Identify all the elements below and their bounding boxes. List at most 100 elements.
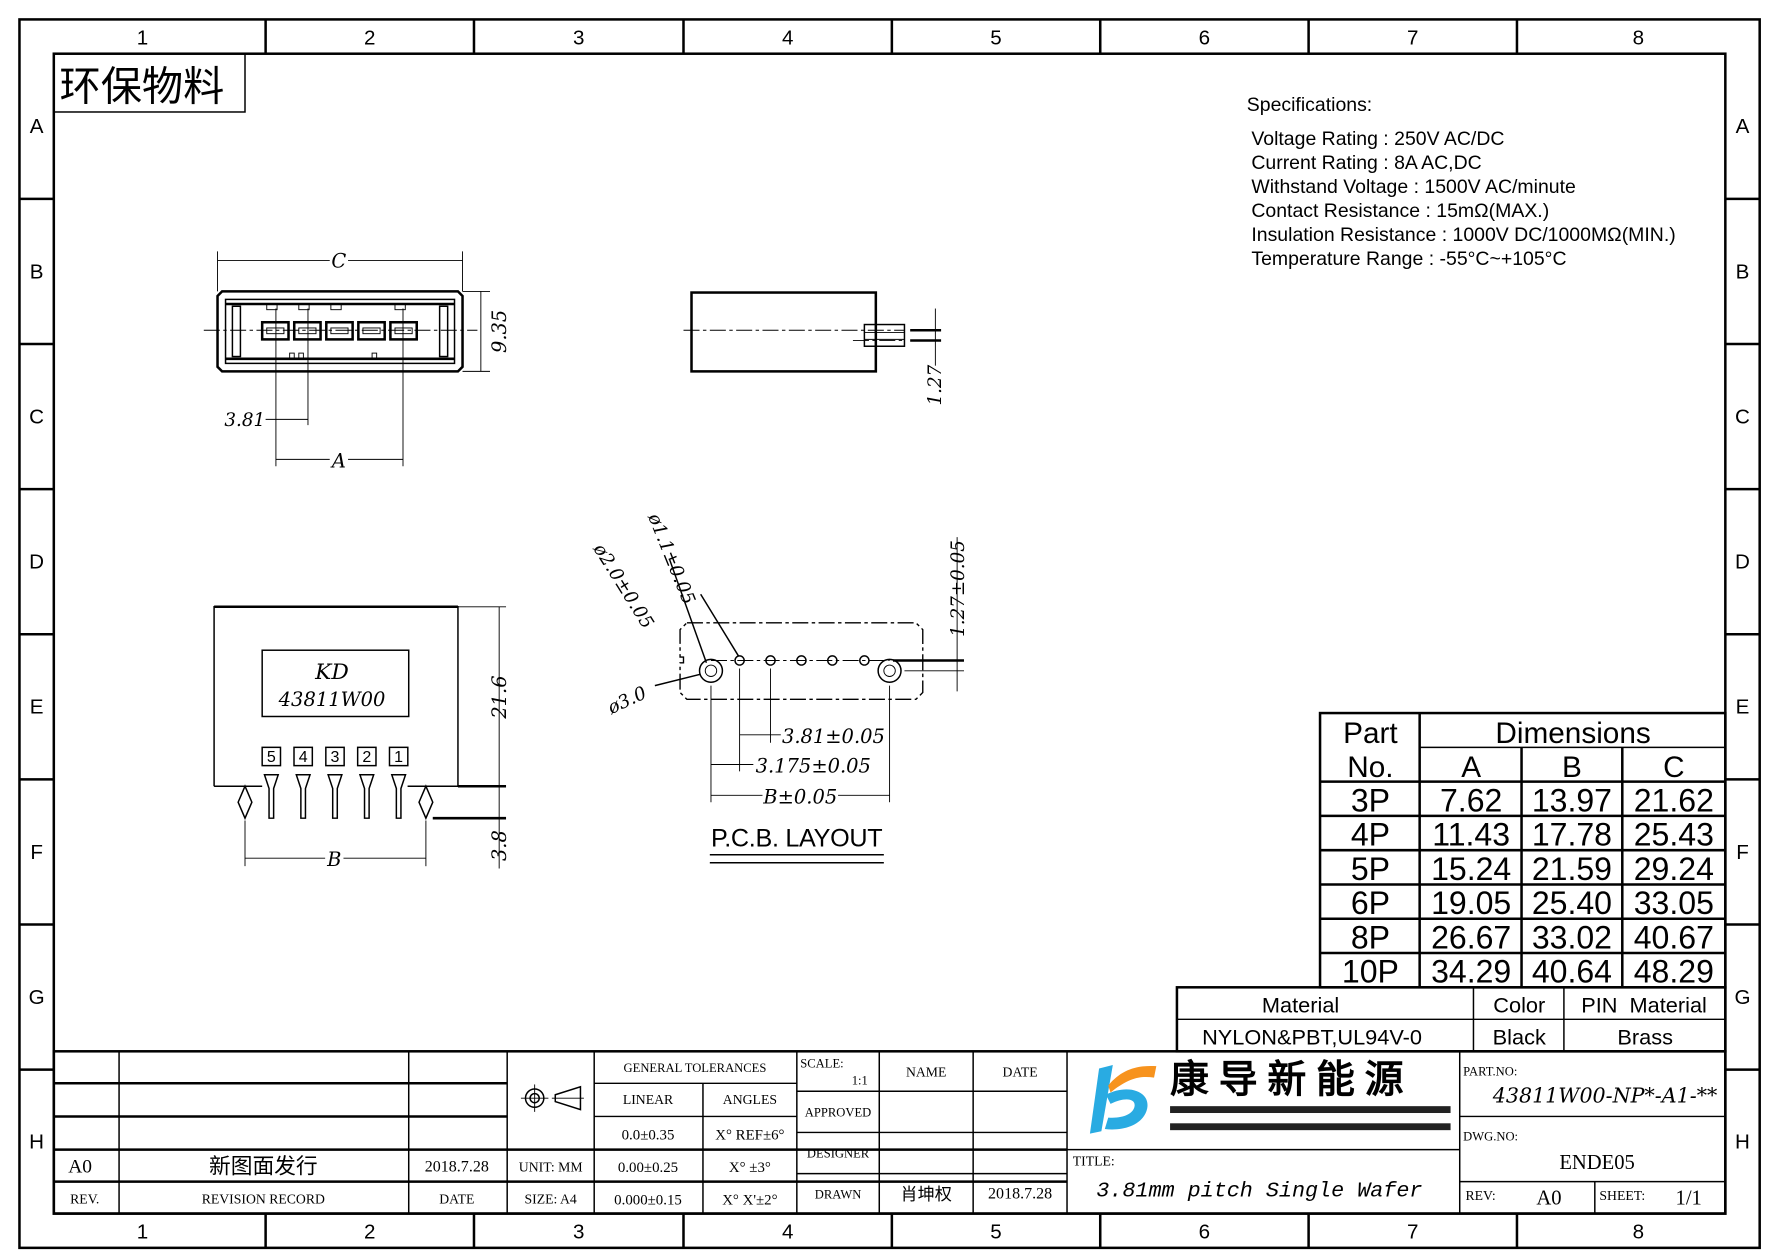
rev-label: REV: [1465, 1188, 1495, 1203]
rev-header: REV. [70, 1191, 99, 1206]
pcb-hole [796, 655, 807, 666]
drawn-date: 2018.7.28 [988, 1186, 1052, 1203]
title-label: TITLE: [1073, 1154, 1115, 1169]
part-cell: 3P [1351, 782, 1390, 818]
terminal-slot [292, 320, 322, 341]
pitch-label: 3.81±0.05 [782, 725, 885, 748]
company-contact-info [1170, 1106, 1451, 1131]
dim-offset-label: 1.27 [925, 364, 946, 405]
dim-b-cell: 40.64 [1532, 954, 1612, 990]
hole-small-label: ø1.1±0.05 [643, 510, 699, 608]
size-label: SIZE: A4 [525, 1191, 577, 1206]
column-label-bottom: 5 [990, 1221, 1001, 1244]
dim-height-label: 9.35 [488, 310, 511, 353]
linear-header: LINEAR [623, 1092, 674, 1107]
part-no-label: PART.NO: [1463, 1064, 1517, 1078]
rib [289, 352, 295, 360]
dim-b-cell: 21.59 [1532, 851, 1612, 887]
pin-number-box [325, 746, 345, 767]
column-label-bottom: 6 [1199, 1221, 1210, 1244]
part-cell: 10P [1342, 954, 1399, 990]
pcb-layout: ø2.0±0.05 ø1.1±0.05 ø3.0 1.27±0.05 3.81±… [588, 510, 969, 864]
part-cell: 4P [1351, 817, 1390, 853]
row-label-right: C [1735, 405, 1750, 428]
revision-record-value: 新图面发行 [209, 1155, 318, 1179]
dim-a-cell: 15.24 [1431, 851, 1511, 887]
dim-b-cell: 17.78 [1532, 817, 1612, 853]
date-header: DATE [439, 1191, 474, 1206]
pin [327, 774, 343, 819]
dim-c-cell: 33.05 [1634, 885, 1714, 921]
row-label-right: B [1736, 260, 1750, 283]
top-view: C 9.35 3.81 A [203, 249, 511, 472]
latch [330, 303, 342, 311]
spec-line: Current Rating : 8A AC,DC [1251, 152, 1481, 174]
pin-number: 5 [267, 749, 276, 766]
material-table: Material Color PIN Material NYLON&PBT,UL… [1175, 986, 1727, 1053]
latch [394, 303, 406, 311]
linear-tolerance: 0.00±0.25 [618, 1160, 678, 1176]
unit-label: UNIT: MM [519, 1159, 583, 1174]
row-label-left: D [29, 551, 44, 574]
row-label-left: F [30, 841, 43, 864]
header-dimensions: Dimensions [1495, 717, 1650, 750]
spec-heading: Specifications: [1247, 94, 1372, 116]
scale-value: 1:1 [852, 1073, 868, 1087]
dim-a-cell: 34.29 [1431, 954, 1511, 990]
latch [266, 303, 278, 311]
eco-stamp-text: 环保物料 [60, 64, 225, 110]
row-label-right: F [1736, 841, 1749, 864]
rib [298, 352, 304, 360]
label-brand: KD [314, 660, 349, 685]
row-label-left: A [30, 115, 44, 138]
revision-record-header: REVISION RECORD [202, 1191, 325, 1206]
general-tolerances-title: GENERAL TOLERANCES [624, 1061, 767, 1075]
header-no: No. [1347, 751, 1393, 784]
dim-b-cell: 33.02 [1532, 919, 1612, 955]
dim-a-label: A [330, 449, 346, 472]
spec-line: Contact Resistance : 15mΩ(MAX.) [1251, 200, 1549, 222]
part-no-value: 43811W00-NP*-A1-** [1492, 1084, 1718, 1108]
terminal-slot-inner [394, 327, 413, 335]
header-part: Part [1343, 717, 1398, 750]
scale-label: SCALE: [800, 1056, 843, 1070]
linear-tolerance: 0.000±0.15 [614, 1192, 682, 1208]
column-label-bottom: 1 [137, 1221, 148, 1244]
material-header: Material [1262, 992, 1339, 1017]
pcb-hole [827, 655, 838, 666]
sheet-value: 1/1 [1676, 1187, 1702, 1209]
column-label-bottom: 2 [364, 1221, 375, 1244]
terminal-slot-inner [362, 327, 381, 335]
dim-c-cell: 48.29 [1634, 954, 1714, 990]
row-label-left: B [30, 260, 44, 283]
specifications: Specifications: Voltage Rating : 250V AC… [1247, 94, 1676, 270]
column-label-top: 8 [1633, 27, 1644, 50]
part-cell: 6P [1351, 885, 1390, 921]
title-block: A0 新图面发行 2018.7.28 REV. REVISION RECORD … [52, 1050, 1727, 1215]
approved-label: APPROVED [805, 1105, 871, 1119]
offset-label: 1.27±0.05 [948, 540, 969, 637]
dim-a-cell: 11.43 [1432, 817, 1510, 853]
pcb-hole [734, 655, 745, 666]
angle-tolerance: X° X'±2° [722, 1192, 777, 1208]
column-label-bottom: 8 [1633, 1221, 1644, 1244]
drawing-title: 3.81mm pitch Single Wafer [1096, 1178, 1422, 1203]
angle-tolerance: X° REF±6° [715, 1127, 784, 1143]
dim-pitch-label: 3.81 [224, 410, 265, 431]
hole-large-label: ø2.0±0.05 [588, 539, 657, 632]
dim-b-label: B [326, 848, 341, 871]
terminal-slot-inner [330, 327, 349, 335]
terminal-slot-inner [266, 327, 285, 335]
spec-line: Insulation Resistance : 1000V DC/1000MΩ(… [1251, 224, 1675, 246]
spec-line: Voltage Rating : 250V AC/DC [1251, 128, 1504, 150]
pin [390, 774, 407, 819]
dim-c-cell: 40.67 [1634, 919, 1714, 955]
row-label-left: H [29, 1130, 44, 1153]
pin [358, 774, 375, 819]
pin [263, 774, 280, 819]
row-label-right: D [1735, 551, 1750, 574]
date-header-right: DATE [1003, 1064, 1038, 1079]
pin-number: 3 [331, 749, 340, 766]
pin-material-value: Brass [1617, 1024, 1673, 1049]
